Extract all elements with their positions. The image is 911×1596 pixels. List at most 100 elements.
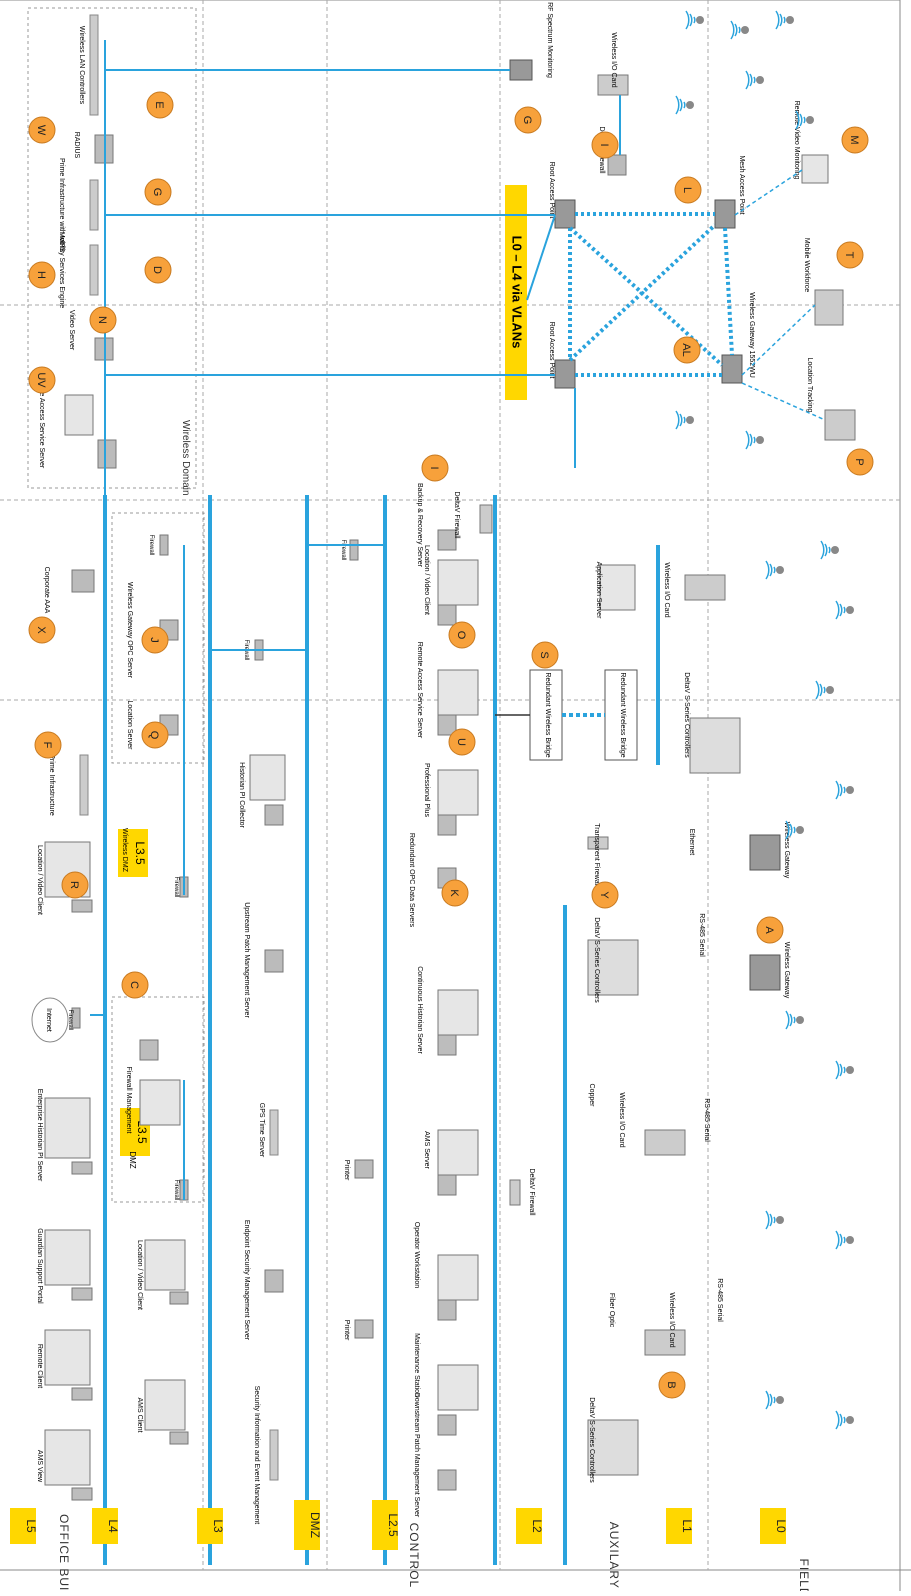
dmz-label: DMZ bbox=[128, 1151, 137, 1168]
callout-l: L bbox=[681, 187, 693, 193]
redundant-opc-label: Redundant OPC Data Servers bbox=[408, 833, 415, 928]
continuous-historian-label: Continuous Historian Server bbox=[416, 966, 423, 1054]
downstream-patch-label: Downstream Patch Management Server bbox=[413, 1393, 420, 1518]
rs485-3-label: RS-485 Serial bbox=[698, 913, 705, 957]
internet-firewall-label: Firewall bbox=[67, 1010, 73, 1031]
wgw-opc-label: Wireless Gateway OPC Server bbox=[126, 582, 133, 679]
callout-p: P bbox=[853, 458, 865, 465]
callout-t: T bbox=[843, 252, 855, 259]
zone-field-label: FIELD bbox=[797, 1558, 811, 1591]
gps-time-label: GPS Time Server bbox=[258, 1103, 265, 1158]
remote-access-server-cr-label: Remote Access Service Server bbox=[416, 642, 423, 739]
callout-s: S bbox=[538, 651, 550, 658]
callouts bbox=[28, 91, 874, 1399]
callout-o: O bbox=[455, 631, 467, 640]
ams-server-label: AMS Server bbox=[423, 1131, 430, 1169]
ethernet-label: Ethernet bbox=[688, 829, 695, 856]
professional-plus-label: Professional Plus bbox=[423, 763, 430, 818]
redundant-bridge-label-1: Redundant Wireless Bridge bbox=[544, 672, 551, 757]
badge-l0: L0 bbox=[774, 1519, 788, 1533]
deltav-firewall-l2-label: DeltaV Firewall bbox=[528, 1168, 535, 1216]
wireless-io-card-d-label: Wireless I/O Card bbox=[663, 562, 670, 617]
mobile-workforce-label: Mobile Workforce bbox=[803, 238, 810, 292]
callout-y: Y bbox=[598, 891, 610, 899]
wireless-io-card-c-label: Wireless I/O Card bbox=[618, 1092, 625, 1147]
wireless-dmz-label: Wireless DMZ bbox=[121, 828, 128, 873]
callout-i-2: I bbox=[598, 143, 610, 146]
location-video-client-label: Location / Video Client bbox=[36, 845, 43, 915]
transparent-firewall-label: Transparent Firewall bbox=[593, 823, 600, 887]
internet-cloud-icon bbox=[31, 997, 69, 1043]
vlans-bar bbox=[505, 185, 527, 400]
printer-2-label: Printer bbox=[343, 1160, 350, 1181]
callout-g-wireless: G bbox=[521, 116, 533, 125]
dmz-right-firewall-label: Firewall bbox=[340, 540, 346, 561]
wireless-io-card-wd-label: Wireless I/O Card bbox=[610, 32, 617, 87]
callout-f: F bbox=[41, 742, 53, 749]
callout-q: Q bbox=[148, 731, 160, 740]
callout-n: N bbox=[96, 316, 108, 324]
callout-i-1: I bbox=[428, 466, 440, 469]
badge-l2: L2 bbox=[530, 1519, 544, 1533]
badge-l35-dmz: L3.5 bbox=[135, 1120, 149, 1144]
deltav-firewall-top-label: DeltaV Firewall bbox=[453, 491, 460, 539]
callout-x: X bbox=[35, 626, 47, 634]
rf-spectrum-label: RF Spectrum Monitoring bbox=[546, 2, 553, 78]
root-ap-1-label: Root Access Point bbox=[548, 162, 555, 219]
siem-label: Security Information and Event Managemen… bbox=[253, 1386, 260, 1525]
callout-b: B bbox=[665, 1381, 677, 1388]
remote-access-server-wd-label: Remote Access Service Server bbox=[38, 372, 45, 469]
deltav-s-series-1-label: DeltaV S-Series Controllers bbox=[588, 1397, 595, 1483]
wireless-domain-box bbox=[27, 7, 197, 489]
wireless-gateway-1552-label: Wireless Gateway 1552WU bbox=[748, 292, 755, 378]
callout-uv: UV bbox=[35, 372, 47, 388]
callout-k: K bbox=[448, 889, 460, 897]
operator-workstation-label: Operator Workstation bbox=[413, 1222, 420, 1289]
printer-1-label: Printer bbox=[343, 1320, 350, 1341]
mobility-services-label: Mobility Services Engine bbox=[58, 232, 65, 308]
callout-e: E bbox=[153, 101, 165, 108]
callout-c: C bbox=[128, 981, 140, 989]
wireless-domain-label: Wireless Domain bbox=[180, 420, 191, 496]
prime-infrastructure-label: Prime Infrastructure bbox=[48, 754, 55, 816]
rs485-2-label: RS-485 Serial bbox=[703, 1098, 710, 1142]
location-tracking-label: Location Tracking bbox=[806, 358, 813, 413]
wireless-gateway-2-label: Wireless Gateway bbox=[783, 822, 790, 879]
wireless-gateway-1-label: Wireless Gateway bbox=[783, 942, 790, 999]
callout-j: J bbox=[148, 637, 160, 643]
redundant-bridge-label-2: Redundant Wireless Bridge bbox=[619, 672, 626, 757]
level-badges: L5 L4 L3 DMZ L2.5 L2 L1 L0 bbox=[10, 1500, 788, 1550]
dmz-firewall-label: Firewall bbox=[173, 1180, 179, 1201]
zone-office-buildings-label: OFFICE BUILDINGS bbox=[57, 1514, 71, 1591]
wireless-dmz-firewall-label: Firewall bbox=[173, 877, 179, 898]
callout-d: D bbox=[151, 266, 163, 274]
deltav-s-series-3-label: DeltaV S-Series Controllers bbox=[683, 672, 690, 758]
ams-client-label: AMS Client bbox=[136, 1397, 143, 1432]
redundant-bridge-box-1 bbox=[529, 669, 563, 761]
ams-view-label: AMS View bbox=[36, 1450, 43, 1483]
location-video-client-cr-label: Location / Video Client bbox=[423, 545, 430, 615]
upstream-patch-label: Upstream Patch Management Server bbox=[243, 902, 250, 1018]
vlans-label: L0 – L4 via VLANs bbox=[510, 236, 525, 349]
root-ap-2-label: Root Access Point bbox=[548, 322, 555, 379]
callout-m: M bbox=[848, 135, 860, 144]
rs485-1-label: RS-485 Serial bbox=[716, 1278, 723, 1322]
firewall-management-label: Firewall Management bbox=[125, 1067, 132, 1134]
fiber-optic-label: Fiber Optic bbox=[608, 1293, 615, 1328]
badge-l5: L5 bbox=[24, 1519, 38, 1533]
callout-a: A bbox=[763, 926, 775, 934]
badge-l4: L4 bbox=[106, 1519, 120, 1533]
badge-l25: L2.5 bbox=[386, 1513, 400, 1537]
wireless-io-card-b-label: Wireless I/O Card bbox=[668, 1292, 675, 1347]
badge-dmz: DMZ bbox=[308, 1512, 322, 1538]
historian-pi-label: Historian PI Collector bbox=[238, 762, 245, 828]
internet-label: Internet bbox=[45, 1008, 52, 1032]
application-server-label: Application Server bbox=[595, 562, 602, 619]
callout-g-office: G bbox=[151, 188, 163, 197]
location-video-client-l3-label: Location / Video Client bbox=[136, 1240, 143, 1310]
corporate-aaa-label: Corporate AAA bbox=[43, 567, 50, 614]
prime-wips-label: Prime Infrastructure with wIPS bbox=[58, 158, 65, 252]
copper-label: Copper bbox=[588, 1084, 595, 1108]
backup-recovery-label: Backup & Recovery Server bbox=[416, 483, 423, 568]
